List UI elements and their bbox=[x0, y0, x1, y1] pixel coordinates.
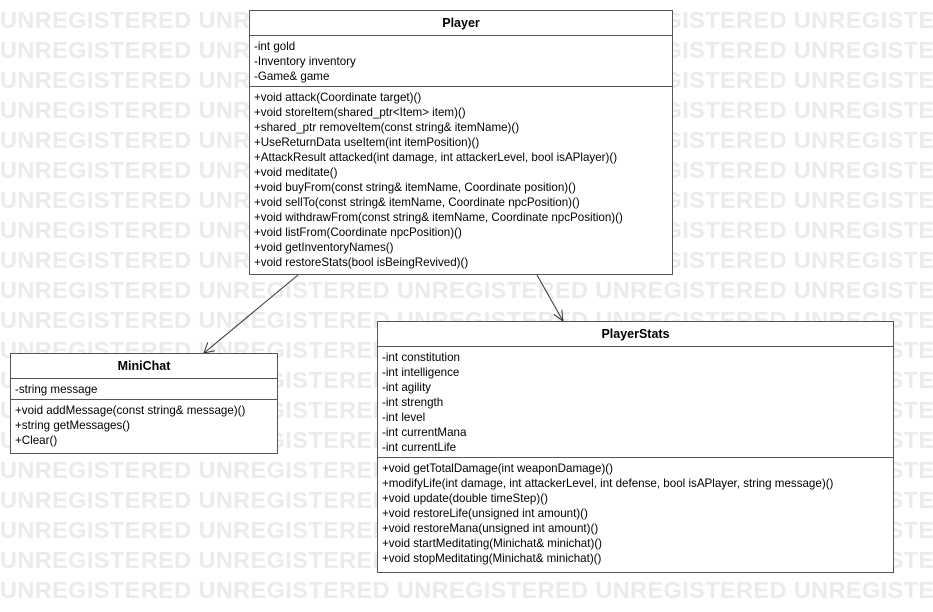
method: +string getMessages() bbox=[15, 419, 131, 432]
minichat-class[interactable]: MiniChat -string message +void addMessag… bbox=[10, 353, 278, 454]
minichat-class-name: MiniChat bbox=[11, 354, 277, 379]
player-attributes: -int gold -Inventory inventory -Game& ga… bbox=[250, 36, 672, 87]
attribute: -int intelligence bbox=[382, 366, 460, 379]
method: +void meditate() bbox=[254, 166, 338, 179]
player-to-minichat-link bbox=[203, 274, 299, 354]
attribute: -int strength bbox=[382, 396, 444, 409]
method: +void sellTo(const string& itemName, Coo… bbox=[254, 196, 580, 209]
method: +void restoreMana(unsigned int amount)() bbox=[382, 522, 599, 535]
attribute: -string message bbox=[15, 383, 98, 396]
player-class-name: Player bbox=[250, 11, 672, 36]
method: +void buyFrom(const string& itemName, Co… bbox=[254, 181, 576, 194]
player-class[interactable]: Player -int gold -Inventory inventory -G… bbox=[249, 10, 673, 275]
method: +AttackResult attacked(int damage, int a… bbox=[254, 151, 618, 164]
method: +void update(double timeStep)() bbox=[382, 492, 548, 505]
method: +shared_ptr removeItem(const string& ite… bbox=[254, 121, 520, 134]
player-to-playerstats-link bbox=[536, 274, 564, 322]
method: +UseReturnData useItem(int itemPosition)… bbox=[254, 136, 480, 149]
attribute: -int gold bbox=[254, 40, 296, 53]
method: +void listFrom(Coordinate npcPosition)() bbox=[254, 226, 462, 239]
method: +void storeItem(shared_ptr<Item> item)() bbox=[254, 106, 466, 119]
player-methods: +void attack(Coordinate target)() +void … bbox=[250, 87, 672, 272]
method: +void startMeditating(Minichat& minichat… bbox=[382, 537, 603, 550]
minichat-methods: +void addMessage(const string& message)(… bbox=[11, 400, 277, 450]
attribute: -Game& game bbox=[254, 70, 330, 83]
method: +void restoreStats(bool isBeingRevived)(… bbox=[254, 256, 469, 269]
method: +modifyLife(int damage, int attackerLeve… bbox=[382, 477, 834, 490]
method: +Clear() bbox=[15, 434, 58, 447]
attribute: -int currentMana bbox=[382, 426, 467, 439]
attribute: -int agility bbox=[382, 381, 431, 394]
method: +void addMessage(const string& message)(… bbox=[15, 404, 246, 417]
attribute: -int level bbox=[382, 411, 426, 424]
method: +void attack(Coordinate target)() bbox=[254, 91, 422, 104]
attribute: -int currentLife bbox=[382, 441, 457, 454]
attribute: -Inventory inventory bbox=[254, 55, 356, 68]
playerstats-attributes: -int constitution -int intelligence -int… bbox=[378, 347, 893, 458]
method: +void getTotalDamage(int weaponDamage)() bbox=[382, 462, 614, 475]
method: +void getInventoryNames() bbox=[254, 241, 394, 254]
attribute: -int constitution bbox=[382, 351, 460, 364]
playerstats-class[interactable]: PlayerStats -int constitution -int intel… bbox=[377, 321, 894, 573]
minichat-attributes: -string message bbox=[11, 379, 277, 400]
method: +void restoreLife(unsigned int amount)() bbox=[382, 507, 588, 520]
playerstats-methods: +void getTotalDamage(int weaponDamage)()… bbox=[378, 458, 893, 568]
method: +void withdrawFrom(const string& itemNam… bbox=[254, 211, 623, 224]
method: +void stopMeditating(Minichat& minichat)… bbox=[382, 552, 602, 565]
playerstats-class-name: PlayerStats bbox=[378, 322, 893, 347]
